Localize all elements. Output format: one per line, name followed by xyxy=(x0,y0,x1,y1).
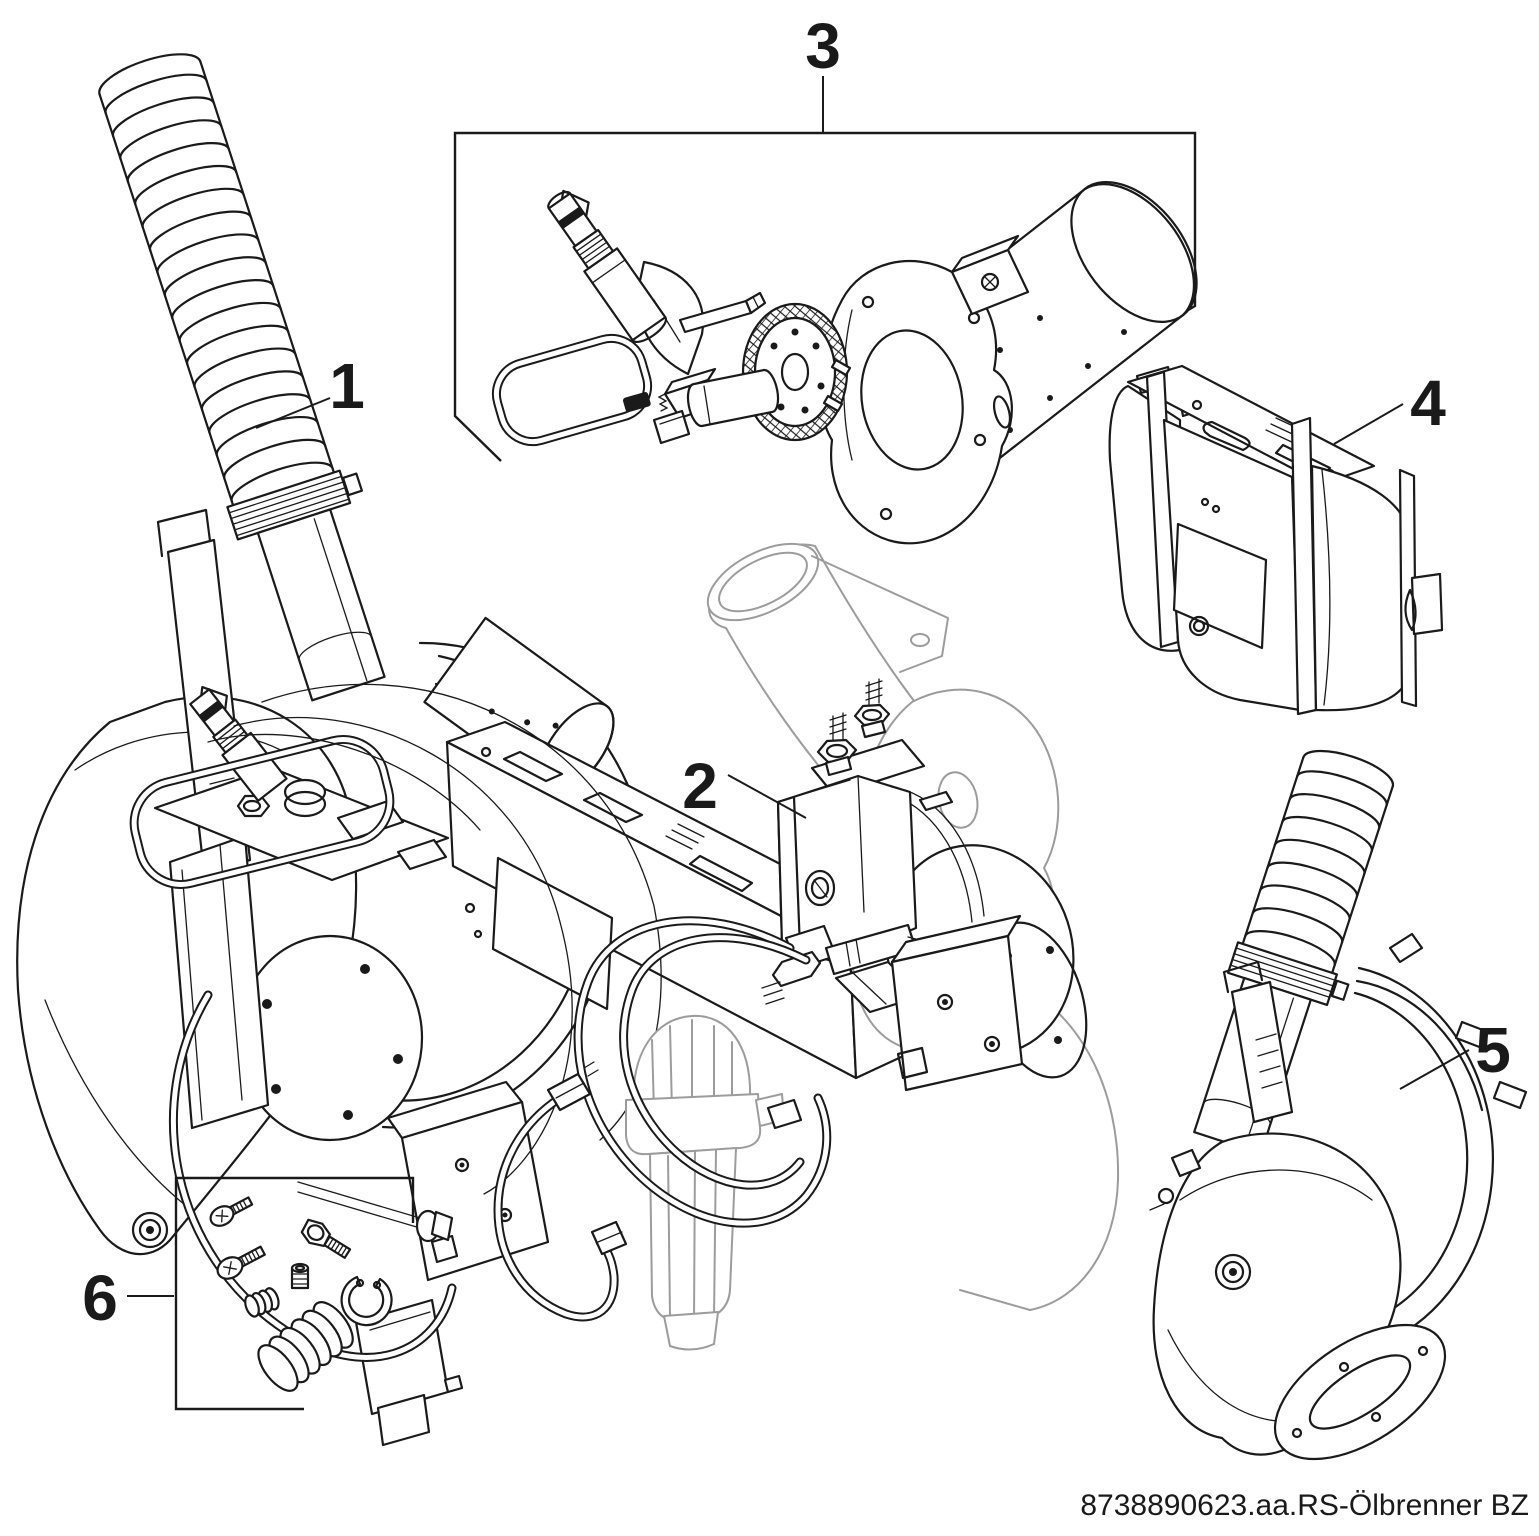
part5-air-hose xyxy=(1193,749,1395,1155)
part5-holder-bracket xyxy=(1222,960,1294,1124)
leader-5 xyxy=(1399,1049,1470,1090)
part3-tube-clamp xyxy=(950,234,1030,316)
part-4-control-unit-housing xyxy=(1108,364,1444,716)
callout-3: 3 xyxy=(805,10,841,82)
part-5-fan-housing-with-hose xyxy=(1149,749,1528,1461)
leader-1 xyxy=(255,397,331,429)
part-1-complete-burner-assembly xyxy=(16,53,914,1447)
part6-retaining-ring xyxy=(340,1275,393,1327)
part2-oil-hoses xyxy=(493,916,832,1322)
part6-screw-large xyxy=(216,1245,266,1280)
part6-screw-small xyxy=(209,1196,254,1227)
part1-intake-tube xyxy=(256,508,386,702)
part-6-small-parts-kit xyxy=(174,1176,415,1411)
part4-side-tab xyxy=(1410,572,1444,636)
callout-5: 5 xyxy=(1475,1014,1511,1086)
part3-preheater-body xyxy=(686,368,780,428)
part5-mounting-flange xyxy=(1273,1323,1447,1461)
part6-small-spring xyxy=(244,1287,280,1318)
part1-control-box-label xyxy=(491,856,614,1011)
part3-nozzle-holder xyxy=(547,189,667,344)
part2-ignition-transformer xyxy=(890,914,1024,1092)
part5-hose-clamp-screw xyxy=(1330,979,1350,1001)
callout-1: 1 xyxy=(329,350,365,422)
part1-handle-loop xyxy=(129,734,395,890)
part1-air-hose xyxy=(98,53,386,702)
part4-reset-button xyxy=(1188,615,1210,637)
part6-hex-bolt xyxy=(300,1218,352,1259)
part6-coil-spring xyxy=(257,1301,354,1392)
callouts: 1 2 3 4 5 6 xyxy=(82,10,1511,1334)
leader-4 xyxy=(1333,403,1404,445)
part1-nozzle-preheater xyxy=(189,685,288,802)
drawing-code: 8738890623.aa.RS-Ölbrenner BZ xyxy=(1080,1489,1529,1522)
part1-cover-screw xyxy=(131,1211,169,1249)
callout-2: 2 xyxy=(682,750,718,822)
part3-handle-loop xyxy=(491,333,653,447)
callout-4: 4 xyxy=(1410,367,1446,439)
part5-cover-screw xyxy=(1214,1253,1252,1291)
part6-bracket xyxy=(174,1176,415,1411)
part3-ignition-electrode xyxy=(678,291,767,334)
part6-set-screw xyxy=(290,1262,310,1290)
part1-oil-pump-assembly xyxy=(129,683,662,1447)
part-2-oil-pump-with-filter xyxy=(493,542,1120,1351)
part-3-nozzle-flame-tube-assembly xyxy=(453,131,1198,545)
leader-2 xyxy=(727,774,807,819)
part2-pump-body xyxy=(776,678,954,964)
callout-6: 6 xyxy=(82,1262,118,1334)
